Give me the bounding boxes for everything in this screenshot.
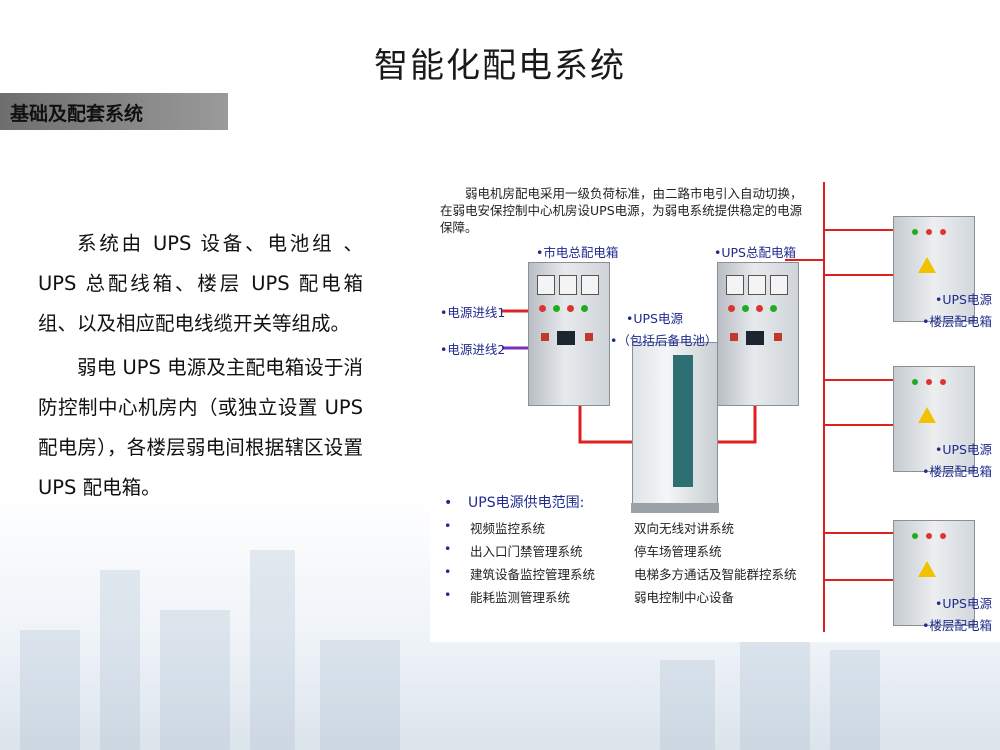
range-title: •UPS电源供电范围: — [444, 495, 585, 511]
paragraph-1: 系统由 UPS 设备、电池组 、 UPS 总配线箱、楼层 UPS 配电箱组、以及… — [38, 232, 363, 335]
ups-power-label: •UPS电源 — [626, 311, 683, 326]
floor-box-label-2: •楼层配电箱 — [922, 618, 992, 633]
section-label: 基础及配套系统 — [10, 103, 144, 125]
floor-box-label-1: •UPS电源 — [935, 596, 992, 611]
list-item: •出入口门禁管理系统停车场管理系统 — [444, 541, 722, 559]
floor-box-label-1: •UPS电源 — [935, 292, 992, 307]
ups-supply-range: •UPS电源供电范围: •视频监控系统双向无线对讲系统 •出入口门禁管理系统停车… — [444, 492, 804, 610]
floor-distribution-box: •UPS电源 •楼层配电箱 — [893, 216, 992, 329]
ups-unit — [631, 342, 719, 513]
range-list: •视频监控系统双向无线对讲系统 •出入口门禁管理系统停车场管理系统 •建筑设备监… — [444, 518, 804, 610]
power-in-1-label: •电源进线1 — [440, 305, 506, 320]
ups-main-distribution-box — [717, 262, 799, 406]
warning-icon — [918, 257, 936, 273]
floor-box-label-1: •UPS电源 — [935, 442, 992, 457]
body-text: 系统由 UPS 设备、电池组 、 UPS 总配线箱、楼层 UPS 配电箱组、以及… — [38, 224, 363, 508]
feed-line — [578, 405, 635, 444]
paragraph-2: 弱电 UPS 电源及主配电箱设于消防控制中心机房内（或独立设置 UPS 配电房）… — [38, 356, 363, 499]
ups-power-note: •（包括后备电池） — [610, 333, 718, 348]
diagram-caption: 弱电机房配电采用一级负荷标准，由二路市电引入自动切换，在弱电安保控制中心机房设U… — [440, 186, 803, 235]
warning-icon — [918, 561, 936, 577]
warning-icon — [918, 407, 936, 423]
mains-box-label: •市电总配电箱 — [536, 245, 619, 260]
floor-box-label-2: •楼层配电箱 — [922, 314, 992, 329]
feed-line — [715, 405, 757, 444]
floor-distribution-box: •UPS电源 •楼层配电箱 — [893, 366, 992, 479]
section-tab: 基础及配套系统 — [0, 93, 228, 130]
mains-distribution-box — [528, 262, 610, 406]
list-item: •建筑设备监控管理系统电梯多方通话及智能群控系统 — [444, 564, 797, 582]
floor-distribution-box: •UPS电源 •楼层配电箱 — [893, 520, 992, 633]
ups-distribution-diagram: 弱电机房配电采用一级负荷标准，由二路市电引入自动切换，在弱电安保控制中心机房设U… — [430, 180, 1000, 642]
list-item: •能耗监测管理系统弱电控制中心设备 — [444, 587, 735, 605]
list-item: •视频监控系统双向无线对讲系统 — [444, 518, 735, 536]
slide-title: 智能化配电系统 — [374, 46, 626, 86]
ups-main-box-label: •UPS总配电箱 — [714, 245, 796, 260]
floor-box-label-2: •楼层配电箱 — [922, 464, 992, 479]
power-in-2-label: •电源进线2 — [440, 342, 506, 357]
